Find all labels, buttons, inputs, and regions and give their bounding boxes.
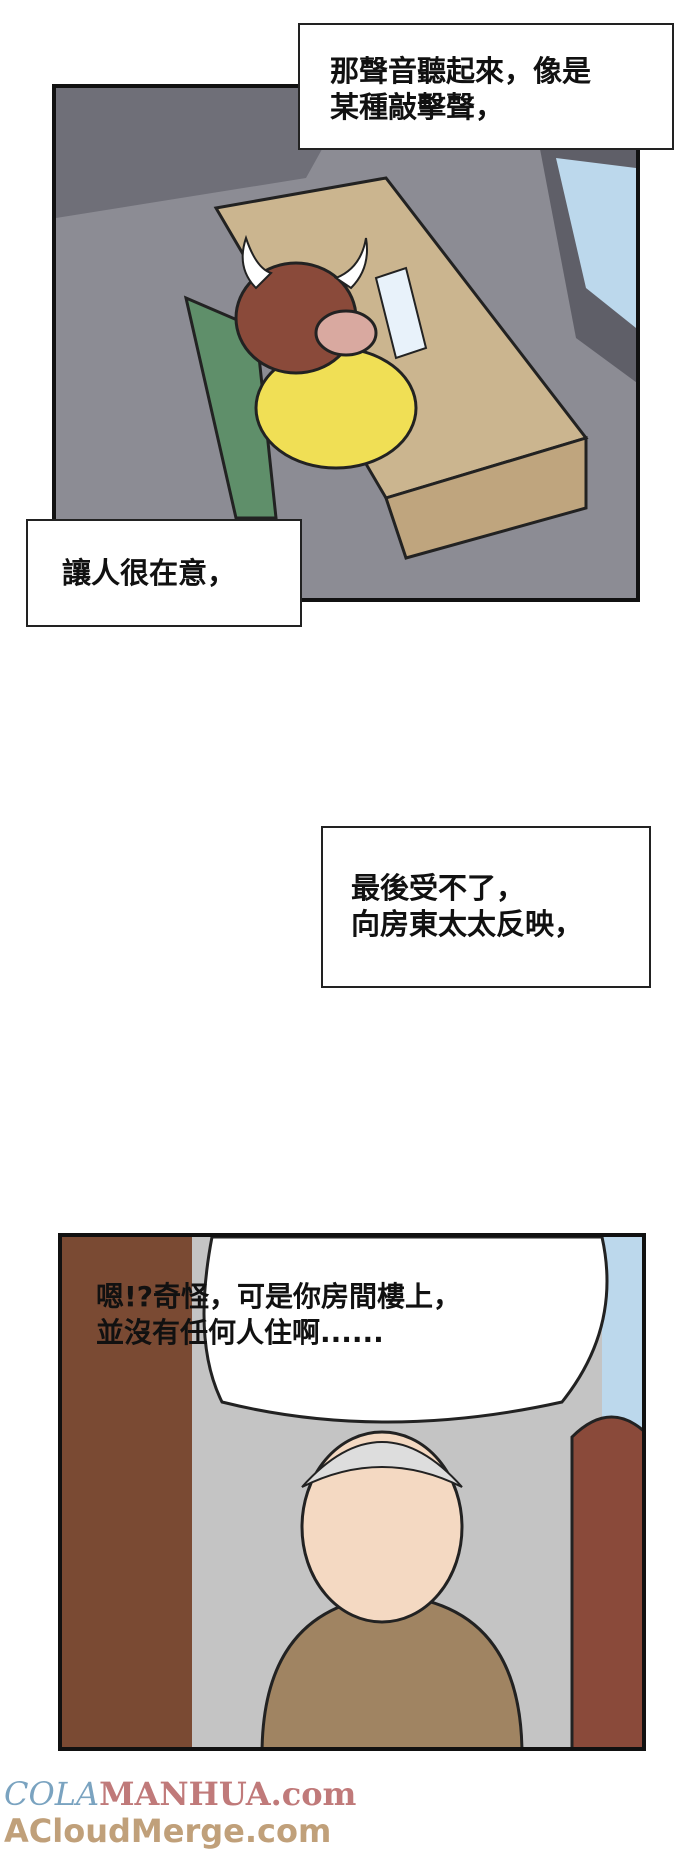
speech-bubble: 嗯!?奇怪，可是你房間樓上， 並沒有任何人住啊...... — [96, 1279, 461, 1351]
caption-top: 那聲音聽起來，像是 某種敲擊聲， — [298, 23, 674, 150]
caption-lower: 最後受不了， 向房東太太反映， — [321, 826, 651, 988]
watermark-cola: COLA — [4, 1775, 100, 1813]
caption-top-line-1: 那聲音聽起來，像是 — [330, 54, 592, 88]
panel-landlady: 嗯!?奇怪，可是你房間樓上， 並沒有任何人住啊...... — [58, 1233, 646, 1751]
speech-line-2: 並沒有任何人住啊...... — [96, 1316, 384, 1349]
panel-bull-at-desk — [52, 84, 640, 602]
caption-middle: 讓人很在意， — [26, 519, 302, 627]
caption-top-line-2: 某種敲擊聲， — [330, 90, 505, 124]
caption-lower-line-2: 向房東太太反映， — [351, 907, 584, 941]
watermark-manhua: MANHUA.com — [99, 1775, 357, 1813]
caption-lower-line-1: 最後受不了， — [351, 871, 526, 905]
watermark-line-1: COLAMANHUA.com — [4, 1775, 356, 1813]
watermark-line-2: ACloudMerge.com — [4, 1812, 332, 1850]
caption-middle-line-1: 讓人很在意， — [62, 556, 237, 590]
bull-at-desk-illustration — [56, 88, 636, 560]
speech-line-1: 嗯!?奇怪，可是你房間樓上， — [96, 1280, 462, 1313]
landlady-illustration — [62, 1237, 642, 1747]
